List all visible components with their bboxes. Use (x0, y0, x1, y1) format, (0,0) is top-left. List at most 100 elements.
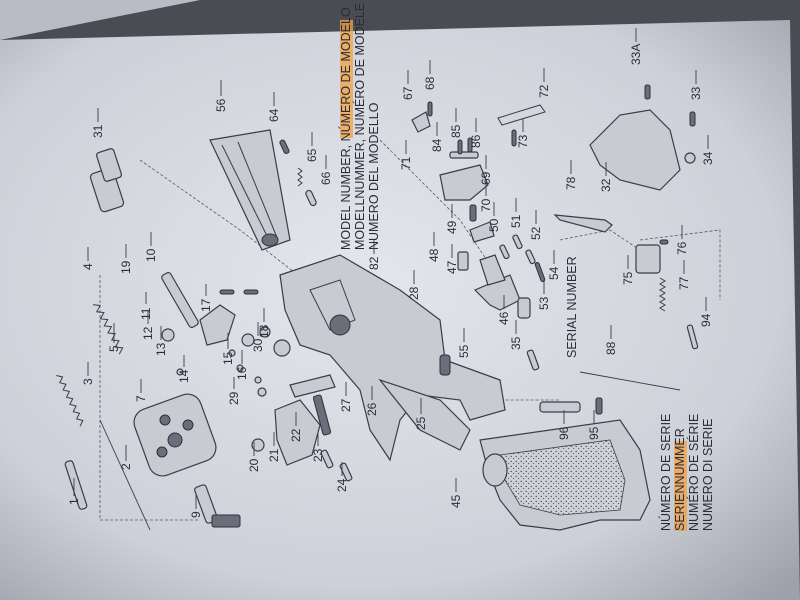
part-label-54: 54 (547, 250, 561, 280)
part-label-33A: 33A (629, 28, 643, 65)
part-number-88: 88 (604, 341, 618, 355)
part-20-21-22-trigger (251, 374, 336, 466)
part-number-33: 33 (689, 86, 703, 100)
part-7-cylinder (133, 393, 217, 477)
part-label-68: 68 (423, 60, 437, 90)
part-number-66: 66 (319, 171, 333, 185)
part-number-7: 7 (134, 395, 148, 402)
part-label-50: 50 (487, 202, 501, 232)
part-number-13: 13 (154, 342, 168, 356)
part-number-10: 10 (144, 248, 158, 262)
part-5-spring (92, 304, 124, 355)
part-label-49: 49 (445, 204, 459, 234)
part-label-20: 20 (247, 442, 261, 472)
part-label-30: 30 (251, 322, 265, 352)
part-label-95: 95 (587, 410, 601, 440)
part-number-26: 26 (365, 402, 379, 416)
part-number-52: 52 (529, 226, 543, 240)
part-3-spring (56, 374, 84, 427)
part-number-33A: 33A (629, 44, 643, 65)
serial-caption-line-2: SERIENNUMMER (673, 428, 687, 531)
part-10-hand (161, 272, 199, 328)
part-number-21: 21 (267, 448, 281, 462)
part-label-18: 18 (257, 308, 271, 338)
part-46-47-48-trigger-group (457, 221, 521, 311)
part-label-86: 86 (469, 118, 483, 148)
part-number-29: 29 (227, 391, 241, 405)
part-number-67: 67 (401, 86, 415, 100)
part-78-spring (553, 214, 613, 233)
part-number-23: 23 (311, 448, 325, 462)
part-94-pin (686, 324, 699, 350)
part-number-51: 51 (509, 214, 523, 228)
part-label-65: 65 (305, 132, 319, 162)
part-number-45: 45 (449, 494, 463, 508)
part-label-24: 24 (335, 462, 349, 492)
part-number-1: 1 (67, 498, 81, 505)
model-number-caption: MODEL NUMBER, NÚMERO DE MODELO MODELLNUM… (338, 3, 381, 250)
part-label-84: 84 (430, 122, 444, 152)
part-number-20: 20 (247, 458, 261, 472)
part-label-28: 28 (407, 270, 421, 300)
part-number-70: 70 (479, 198, 493, 212)
part-70-screw (469, 204, 477, 222)
part-label-64: 64 (267, 92, 281, 122)
part-label-33: 33 (689, 70, 703, 100)
part-label-55: 55 (457, 328, 471, 358)
part-label-45: 45 (449, 478, 463, 508)
part-number-48: 48 (427, 248, 441, 262)
part-number-69: 69 (479, 171, 493, 185)
serial-translations-caption: NÚMERO DE SERIE SERIENNUMMER NUMÉRO DE S… (658, 414, 715, 531)
part-label-9: 9 (189, 495, 203, 518)
part-label-67: 67 (401, 70, 415, 100)
part-1-ejector-rod (64, 460, 88, 510)
part-number-65: 65 (305, 148, 319, 162)
part-label-73: 73 (516, 118, 530, 148)
part-72-73-bolt (497, 104, 546, 147)
part-17-hammer (199, 304, 236, 346)
part-label-75: 75 (621, 255, 635, 285)
part-number-16: 16 (235, 366, 249, 380)
part-label-2: 2 (119, 445, 133, 470)
part-number-55: 55 (457, 344, 471, 358)
part-label-94: 94 (699, 297, 713, 327)
part-25-frame (279, 254, 506, 462)
part-number-31: 31 (91, 124, 105, 138)
part-50-51-52-pins (499, 234, 536, 265)
model-caption-line-1: MODEL NUMBER, NÚMERO DE MODELO (338, 7, 353, 250)
part-label-77: 77 (677, 260, 691, 290)
part-number-18: 18 (257, 324, 271, 338)
part-number-3: 3 (81, 378, 95, 385)
part-31-ejector-housing (89, 148, 125, 213)
part-label-27: 27 (339, 382, 353, 412)
part-number-2: 2 (119, 463, 133, 470)
part-75-76-77-rebound (635, 239, 669, 312)
part-number-30: 30 (251, 338, 265, 352)
part-label-31: 31 (91, 108, 105, 138)
part-label-66: 66 (319, 155, 333, 185)
part-number-84: 84 (430, 138, 444, 152)
part-label-12: 12 (141, 310, 155, 340)
part-number-46: 46 (497, 311, 511, 325)
part-label-19: 19 (119, 244, 133, 274)
part-label-85: 85 (449, 108, 463, 138)
part-88-mainspring (579, 371, 681, 391)
part-53-54-parts (517, 261, 546, 319)
part-label-5: 5 (107, 323, 121, 352)
serial-highlight (674, 441, 687, 531)
part-number-25: 25 (414, 416, 428, 430)
part-label-88: 88 (604, 325, 618, 355)
part-label-4: 4 (81, 247, 95, 270)
part-label-16: 16 (235, 350, 249, 380)
part-67-68-84-85-86-small (411, 101, 473, 155)
part-number-4: 4 (81, 263, 95, 270)
part-number-75: 75 (621, 271, 635, 285)
part-label-3: 3 (81, 362, 95, 385)
part-label-14: 14 (177, 355, 191, 383)
part-number-64: 64 (267, 108, 281, 122)
part-label-32: 32 (599, 162, 613, 192)
part-small-pins (219, 289, 271, 384)
part-number-22: 22 (289, 428, 303, 442)
part-label-11: 11 (139, 292, 153, 320)
model-highlight (340, 20, 353, 138)
